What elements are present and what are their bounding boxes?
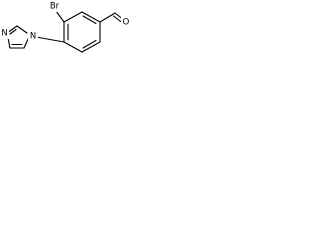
molecule-diagram: Br N N O [0,0,131,66]
benzene-ring [63,11,101,53]
ring-bond-c4-c5 [81,41,101,53]
bromine-label: Br [50,2,60,12]
bond-ring-to-bromine [55,10,65,23]
bond-ring-to-carbonyl [99,12,116,23]
imidazole-double-bond-c2-n3-inner [9,28,17,35]
ring-bond-c2-c3 [81,11,101,23]
structure-drawing: Br N N O [0,1,131,53]
ring-bond-c1-c2 [63,11,83,23]
ring-double-bond-c4-c5 [82,39,97,49]
imidazole-nitrogen-attached-label: N [30,32,36,42]
ring-bond-c5-c6 [63,41,83,53]
bond-ring-to-imidazole [35,36,65,43]
ring-double-bond-c2-c3 [82,15,97,25]
imidazole-ring [6,25,30,49]
aldehyde-oxygen-label: O [123,18,130,28]
imidazole-bond-n1-c2 [16,25,28,34]
imidazole-nitrogen-free-label: N [1,29,7,39]
carbonyl-bond-inner [112,15,123,24]
